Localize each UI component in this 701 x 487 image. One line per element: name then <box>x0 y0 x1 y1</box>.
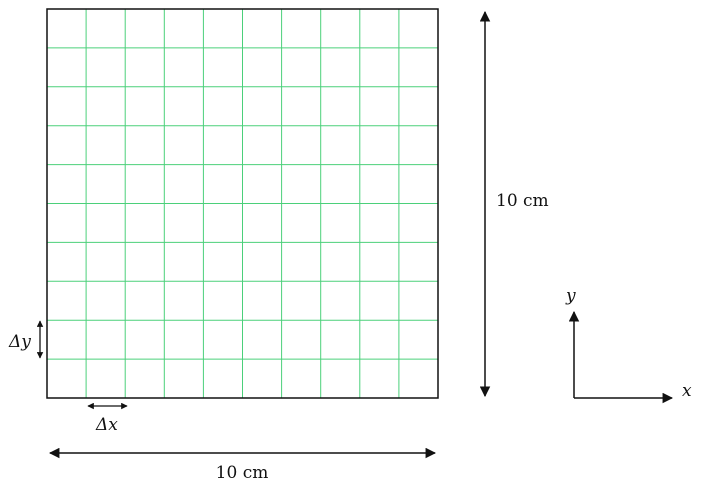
grid-lines <box>47 9 438 398</box>
y-axis-label: y <box>565 286 576 306</box>
height-label: 10 cm <box>496 191 549 211</box>
dx-label: Δx <box>95 415 118 435</box>
grid-border <box>46 8 439 399</box>
width-label: 10 cm <box>216 463 269 483</box>
dy-label: Δy <box>8 332 31 352</box>
x-axis-label: x <box>682 381 692 401</box>
